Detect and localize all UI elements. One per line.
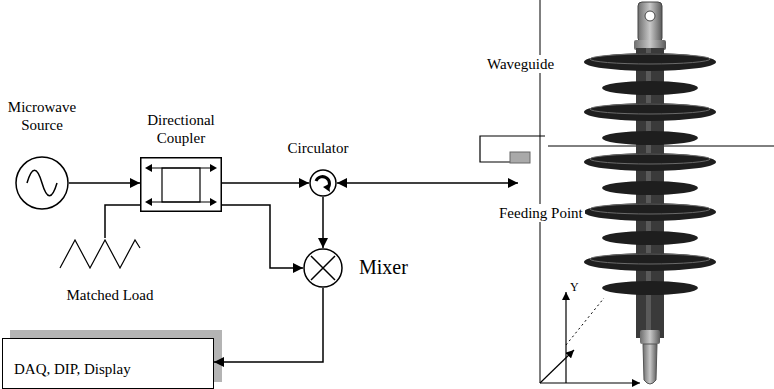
signal-line bbox=[105, 205, 140, 238]
node-label: Microwave Source bbox=[0, 98, 87, 134]
node-label: Waveguide bbox=[485, 55, 556, 73]
signal-line bbox=[337, 182, 518, 184]
waveguide: Waveguide bbox=[518, 134, 548, 186]
node-label: Mixer bbox=[359, 255, 408, 279]
signal-line bbox=[222, 182, 309, 184]
signal-line bbox=[222, 205, 303, 268]
daq-box: DAQ, DIP, Display bbox=[2, 338, 214, 389]
node-label: Circulator bbox=[273, 139, 363, 157]
insulator-photo bbox=[584, 2, 716, 384]
signal-line bbox=[69, 182, 140, 184]
waveguide-outline bbox=[518, 134, 548, 186]
node-label: Directional Coupler bbox=[131, 111, 231, 147]
signal-line bbox=[322, 197, 324, 248]
mixer-symbol-outline bbox=[303, 248, 343, 288]
circulator-symbol: Circulator bbox=[309, 169, 337, 197]
mixer-symbol: Mixer bbox=[303, 248, 343, 288]
matched-load-outline bbox=[58, 238, 142, 270]
directional-coupler-outline bbox=[140, 157, 222, 212]
signal-line bbox=[214, 288, 323, 362]
axis-label: Y bbox=[568, 280, 581, 294]
feeding-point-label: Feeding Point bbox=[497, 204, 585, 222]
node-label: Matched Load bbox=[55, 286, 165, 304]
microwave-source: Microwave Source bbox=[15, 156, 69, 210]
matched-load: Matched Load bbox=[58, 238, 142, 270]
microwave-source-outline bbox=[15, 156, 69, 210]
circulator-symbol-outline bbox=[309, 169, 337, 197]
directional-coupler: Directional Coupler bbox=[140, 157, 222, 212]
coordinate-axes bbox=[540, 292, 640, 383]
node-label: DAQ, DIP, Display bbox=[14, 360, 131, 378]
